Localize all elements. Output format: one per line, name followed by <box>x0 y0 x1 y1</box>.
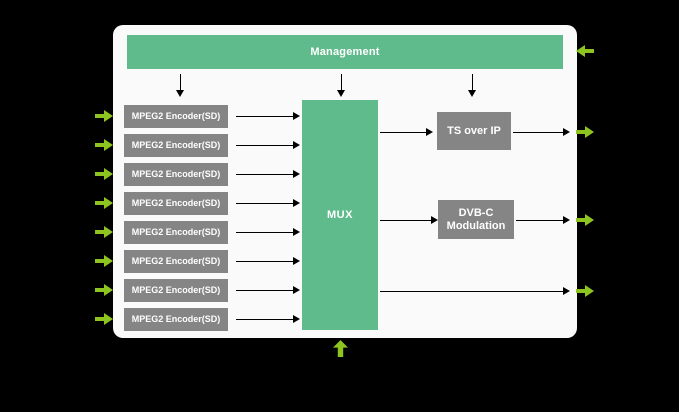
connector-mux-ts <box>380 132 426 133</box>
arrowhead-right-icon <box>426 128 433 136</box>
dvbc-modulation-block: DVB-C Modulation <box>438 200 514 239</box>
connector-dvbc-out <box>516 220 563 221</box>
dvbc-label-line1: DVB-C <box>458 206 494 219</box>
arrowhead-down-icon <box>337 90 345 97</box>
arrowhead-down-icon <box>468 90 476 97</box>
encoder-block-4: MPEG2 Encoder(SD) <box>124 192 228 215</box>
arrowhead-right-icon <box>293 112 300 120</box>
arrowhead-right-icon <box>293 199 300 207</box>
arrowhead-right-icon <box>293 170 300 178</box>
connector-enc4-mux <box>236 203 293 204</box>
input-arrow-icon <box>95 110 113 122</box>
arrowhead-right-icon <box>293 315 300 323</box>
input-arrow-icon <box>95 226 113 238</box>
connector-mux-out <box>380 291 563 292</box>
encoder-label: MPEG2 Encoder(SD) <box>131 111 221 121</box>
ts-over-ip-label: TS over IP <box>447 125 501 137</box>
connector-enc2-mux <box>236 145 293 146</box>
encoder-label: MPEG2 Encoder(SD) <box>131 169 221 179</box>
encoder-label: MPEG2 Encoder(SD) <box>131 314 221 324</box>
arrowhead-right-icon <box>293 141 300 149</box>
output-arrow-icon <box>576 214 594 226</box>
arrowhead-down-icon <box>176 90 184 97</box>
mux-bottom-input-arrow-icon <box>333 340 348 357</box>
arrowhead-right-icon <box>293 286 300 294</box>
input-arrow-icon <box>95 197 113 209</box>
connector-mgmt-outputs <box>472 74 473 91</box>
output-arrow-icon <box>576 285 594 297</box>
management-block: Management <box>127 35 563 69</box>
connector-ts-out <box>513 132 563 133</box>
connector-enc5-mux <box>236 232 293 233</box>
arrowhead-right-icon <box>563 128 570 136</box>
encoder-label: MPEG2 Encoder(SD) <box>131 227 221 237</box>
connector-enc1-mux <box>236 116 293 117</box>
arrowhead-right-icon <box>293 228 300 236</box>
encoder-label: MPEG2 Encoder(SD) <box>131 256 221 266</box>
management-label: Management <box>310 46 380 58</box>
input-arrow-icon <box>95 139 113 151</box>
encoder-block-2: MPEG2 Encoder(SD) <box>124 134 228 157</box>
encoder-block-8: MPEG2 Encoder(SD) <box>124 308 228 331</box>
output-arrow-icon <box>576 126 594 138</box>
connector-enc3-mux <box>236 174 293 175</box>
ts-over-ip-block: TS over IP <box>437 112 511 150</box>
dvbc-label-line2: Modulation <box>446 219 506 232</box>
encoder-block-6: MPEG2 Encoder(SD) <box>124 250 228 273</box>
connector-mgmt-encoders <box>180 74 181 91</box>
management-input-arrow-icon <box>576 45 594 57</box>
connector-enc7-mux <box>236 290 293 291</box>
input-arrow-icon <box>95 168 113 180</box>
mux-block: MUX <box>302 100 378 330</box>
arrowhead-right-icon <box>293 257 300 265</box>
arrowhead-right-icon <box>563 216 570 224</box>
arrowhead-right-icon <box>563 287 570 295</box>
encoder-block-7: MPEG2 Encoder(SD) <box>124 279 228 302</box>
input-arrow-icon <box>95 313 113 325</box>
input-arrow-icon <box>95 255 113 267</box>
encoder-label: MPEG2 Encoder(SD) <box>131 285 221 295</box>
arrowhead-right-icon <box>431 216 438 224</box>
input-arrow-icon <box>95 284 113 296</box>
connector-mux-dvbc <box>380 220 431 221</box>
mux-label: MUX <box>327 209 353 221</box>
connector-enc8-mux <box>236 319 293 320</box>
encoder-label: MPEG2 Encoder(SD) <box>131 140 221 150</box>
connector-enc6-mux <box>236 261 293 262</box>
encoder-label: MPEG2 Encoder(SD) <box>131 198 221 208</box>
connector-mgmt-mux <box>341 74 342 91</box>
encoder-block-3: MPEG2 Encoder(SD) <box>124 163 228 186</box>
encoder-block-5: MPEG2 Encoder(SD) <box>124 221 228 244</box>
encoder-block-1: MPEG2 Encoder(SD) <box>124 105 228 128</box>
